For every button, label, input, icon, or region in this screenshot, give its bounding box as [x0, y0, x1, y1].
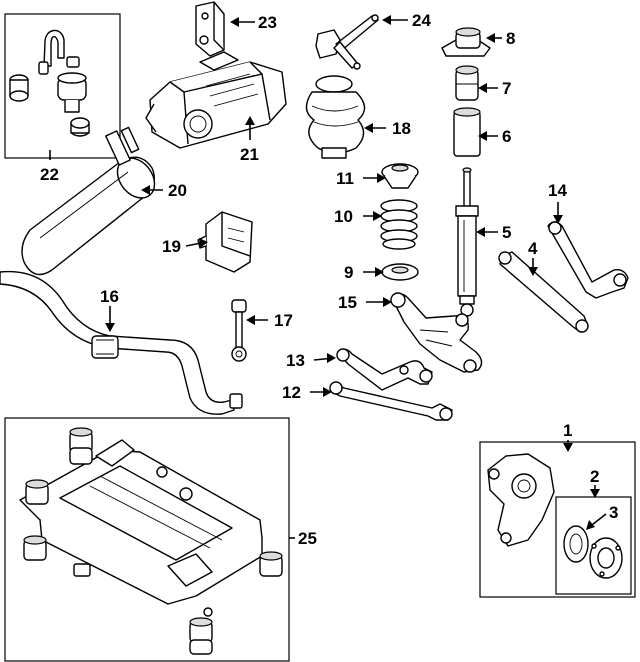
callout-2: 2 — [590, 467, 599, 486]
callout-3: 3 — [609, 503, 618, 522]
lower-control-arm-part — [390, 292, 483, 373]
callout-24: 24 — [412, 11, 431, 30]
callout-14: 14 — [548, 181, 567, 200]
hub-part — [589, 537, 623, 579]
subframe-part — [19, 427, 283, 655]
frame-box-22 — [4, 13, 121, 159]
stabilizer-link-part — [231, 299, 247, 362]
stabilizer-bar-part — [0, 270, 243, 415]
frame-box-25 — [4, 417, 290, 662]
callout-22: 22 — [40, 165, 59, 184]
wheel-bearing-part — [563, 525, 589, 563]
frame-box-2 — [555, 496, 632, 595]
knuckle-part — [487, 453, 555, 547]
lower-spring-seat-part — [381, 263, 419, 281]
hose-kit-part — [9, 29, 90, 137]
callout-17: 17 — [274, 311, 293, 330]
camber-link-part — [547, 221, 629, 299]
callout-8: 8 — [506, 29, 515, 48]
frame-box-1 — [479, 441, 636, 598]
compressor-part — [145, 51, 287, 149]
callout-20: 20 — [168, 181, 187, 200]
bump-stop-part — [455, 65, 479, 101]
callout-7: 7 — [502, 79, 511, 98]
callout-16: 16 — [100, 287, 119, 306]
callout-6: 6 — [502, 127, 511, 146]
callout-23: 23 — [258, 13, 277, 32]
callout-18: 18 — [392, 119, 411, 138]
dust-boot-part — [453, 107, 481, 157]
upper-control-arm-part — [336, 348, 433, 391]
trailing-link-part — [498, 251, 589, 333]
callout-9: 9 — [344, 263, 353, 282]
callout-5: 5 — [502, 223, 511, 242]
height-sensor-part — [315, 14, 379, 70]
air-tank-part — [21, 126, 156, 276]
callout-4: 4 — [528, 239, 538, 258]
callout-21: 21 — [240, 145, 259, 164]
callout-19: 19 — [162, 237, 181, 256]
callout-15: 15 — [338, 293, 357, 312]
callout-25: 25 — [298, 529, 317, 548]
callout-11: 11 — [336, 169, 354, 188]
coil-spring-part — [380, 199, 418, 250]
shock-absorber-part — [455, 167, 479, 317]
callout-12: 12 — [282, 383, 301, 402]
arrowheads — [105, 15, 600, 530]
upper-mount-part — [441, 27, 491, 57]
callout-labels: 1 2 3 4 5 6 7 8 9 10 11 12 13 14 15 16 1… — [40, 11, 618, 548]
callout-1: 1 — [563, 421, 572, 440]
toe-link-part — [329, 381, 453, 421]
air-spring-part — [305, 75, 366, 159]
bracket-part-23 — [195, 1, 225, 57]
callout-13: 13 — [286, 351, 305, 370]
upper-spring-seat-part — [381, 163, 419, 189]
callout-10: 10 — [334, 207, 353, 226]
